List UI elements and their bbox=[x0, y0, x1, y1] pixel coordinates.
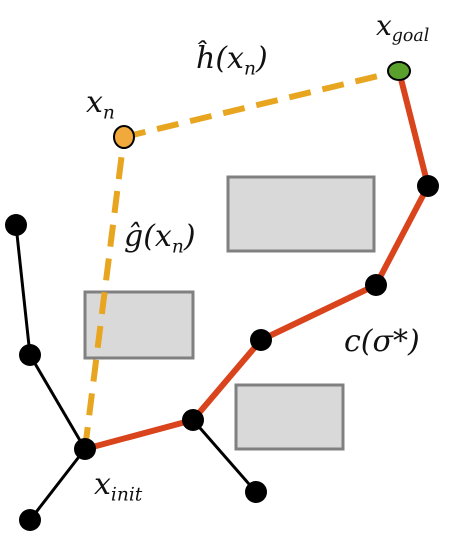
tree-edge bbox=[28, 448, 87, 521]
g-hat-label: ĝ(xn) bbox=[124, 219, 196, 258]
tree-node bbox=[5, 214, 27, 236]
h-hat-label: ĥ(xn) bbox=[196, 41, 268, 80]
x-goal-label: xgoal bbox=[376, 9, 430, 47]
current-node bbox=[113, 125, 135, 149]
tree-node bbox=[365, 274, 387, 296]
obstacle-top bbox=[226, 175, 376, 253]
g-hat-dashed-edge bbox=[82, 136, 127, 450]
obstacle-bottom bbox=[234, 383, 345, 451]
c-sigma-label: c(σ*) bbox=[344, 324, 420, 359]
tree-node bbox=[417, 175, 439, 197]
tree-node bbox=[245, 481, 267, 503]
goal-node bbox=[387, 61, 411, 81]
tree-edge bbox=[14, 224, 32, 356]
tree-node bbox=[19, 509, 41, 531]
h-hat-dashed-edge bbox=[123, 68, 400, 140]
heuristic-path bbox=[82, 68, 400, 450]
tree-node bbox=[19, 344, 41, 366]
optimal-path bbox=[84, 70, 431, 452]
tree-edge bbox=[28, 354, 87, 450]
tree-node bbox=[182, 409, 204, 431]
x-n-label: xn bbox=[86, 85, 115, 124]
tree-edge bbox=[191, 419, 258, 493]
x-init-label: xinit bbox=[94, 467, 143, 506]
tree-edges bbox=[14, 224, 258, 521]
init-node bbox=[74, 438, 96, 460]
tree-node bbox=[250, 329, 272, 351]
tree-nodes bbox=[5, 175, 439, 531]
